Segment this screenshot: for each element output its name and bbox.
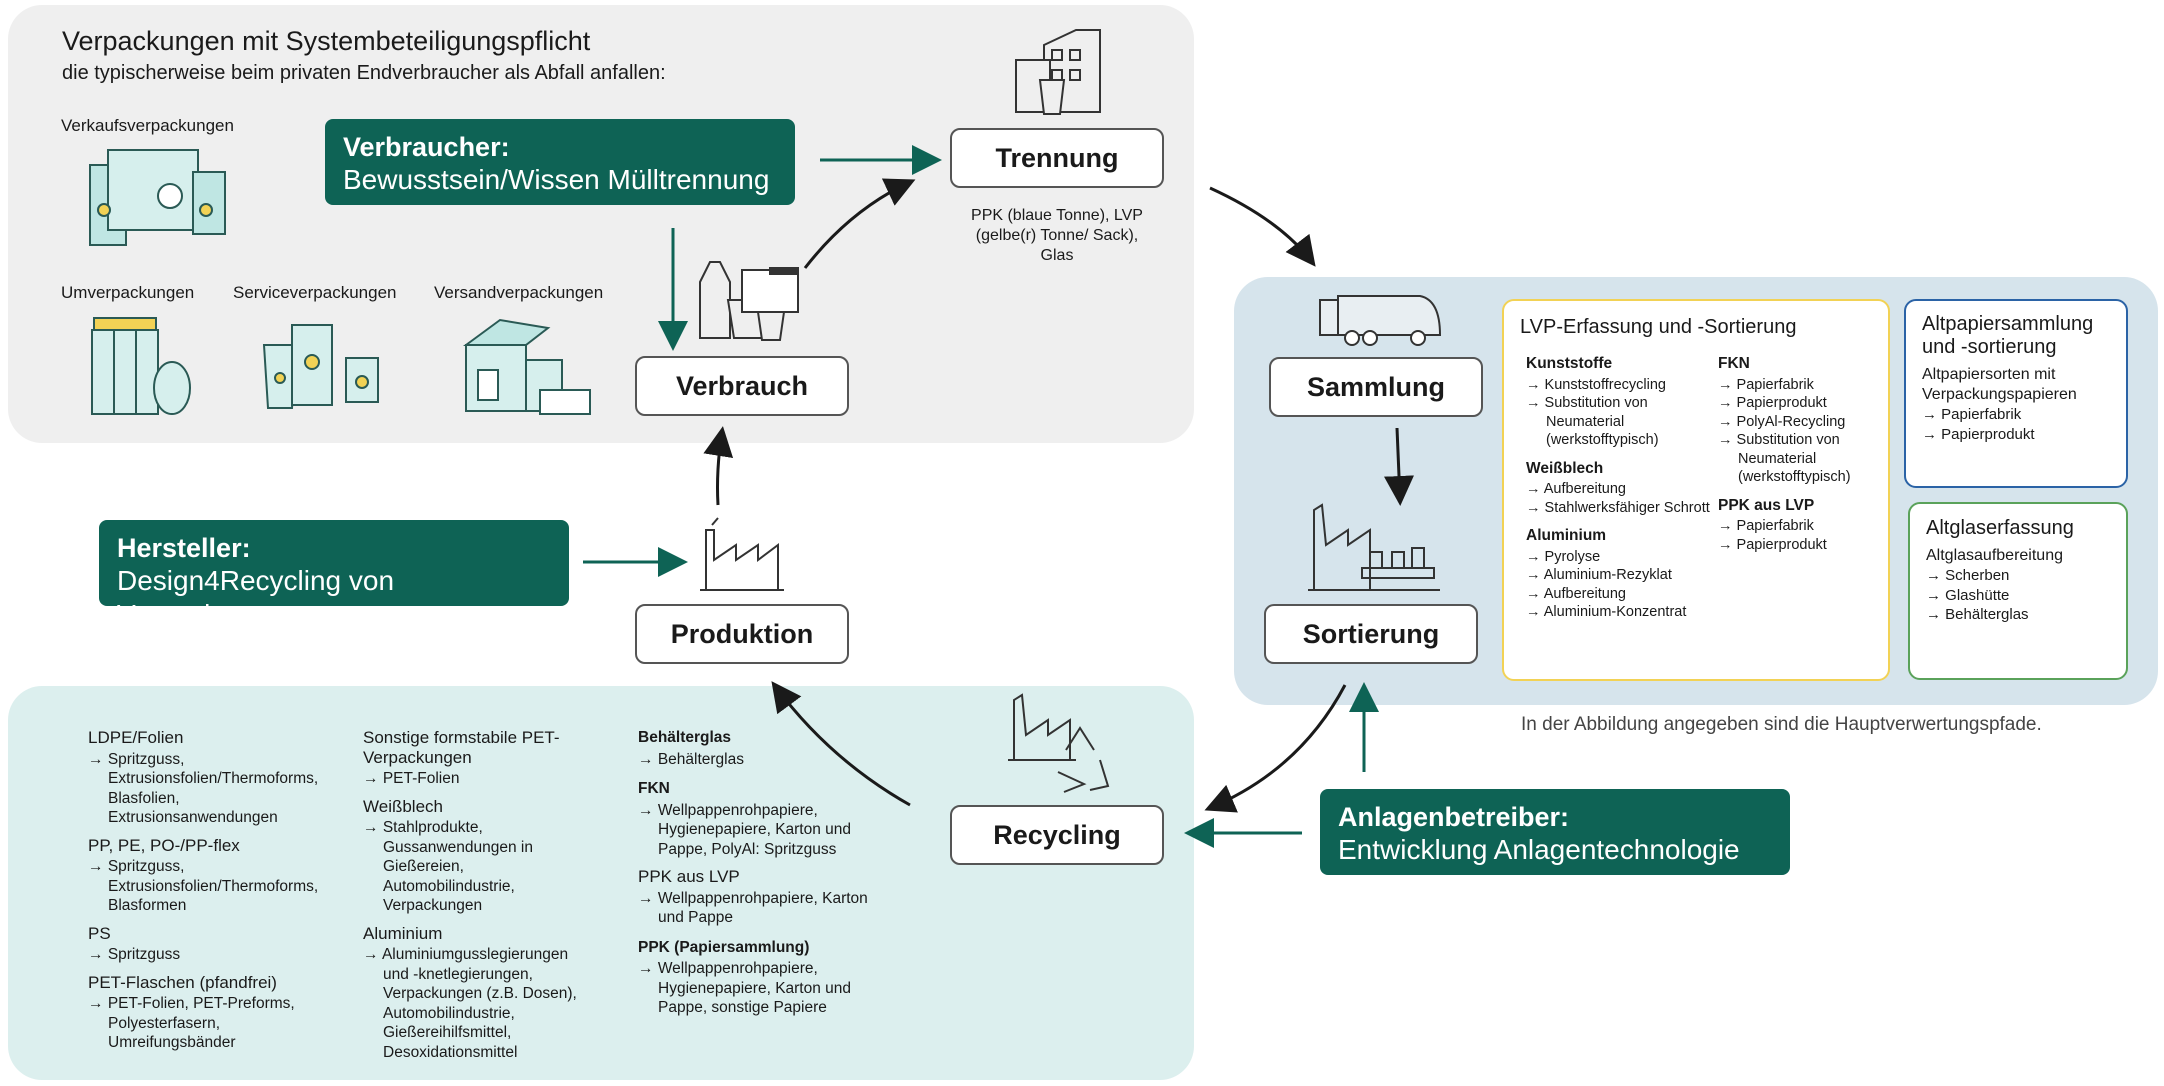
lvp-heading: Weißblech [1526, 459, 1604, 477]
altpapier-subheading: Altpapiersorten mit Verpackungspapieren [1922, 366, 2077, 403]
lvp-item: Kunststoffrecycling [1526, 376, 1716, 395]
trennung-note: PPK (blaue Tonne), LVP (gelbe(r) Tonne/ … [952, 206, 1162, 266]
producer-box: Hersteller: Design4Recycling von Verpack… [99, 520, 569, 630]
consumer-title: Verbraucher: [343, 132, 510, 162]
recycling-heading: Weißblech [363, 796, 443, 816]
lvp-right-column: FKN Papierfabrik Papierprodukt PolyAl-Re… [1718, 355, 1878, 554]
stage-verbrauch: Verbrauch [635, 356, 849, 416]
lvp-heading: FKN [1718, 355, 1750, 372]
stage-sammlung: Sammlung [1269, 357, 1483, 417]
altglas-subheading: Altglasaufbereitung [1926, 547, 2063, 564]
factory-icon [700, 517, 784, 591]
category-verkaufsverpackungen: Verkaufsverpackungen [61, 116, 234, 135]
operator-text: Entwicklung Anlagentechnologie [1338, 834, 1740, 865]
altpapier-item: Papierfabrik [1922, 405, 2110, 425]
lvp-item: Substitution von Neumaterial (werkstofft… [1526, 394, 1716, 450]
recycling-heading: Sonstige formstabile PET-Verpackungen [363, 728, 560, 767]
recycling-item: PET-Folien, PET-Preforms, Polyesterfaser… [88, 994, 338, 1053]
altglas-card: Altglaserfassung Altglasaufbereitung Sch… [1908, 502, 2128, 680]
consumer-box: Verbraucher: Bewusstsein/Wissen Mülltren… [325, 119, 795, 205]
producer-title: Hersteller: [117, 533, 251, 563]
recycling-item: Aluminiumgusslegierungen und -knetlegier… [363, 945, 593, 1062]
recycling-heading: Behälterglas [638, 729, 732, 746]
footnote: In der Abbildung angegeben sind die Haup… [1521, 714, 2042, 735]
arrow-trennung-sammlung [1209, 186, 1316, 267]
altglas-item: Behälterglas [1926, 605, 2110, 625]
recycling-item: Stahlprodukte, Gussanwendungen in Gießer… [363, 818, 593, 916]
recycling-column-2: Sonstige formstabile PET-Verpackungen PE… [363, 724, 593, 1062]
recycling-item: Wellpappenrohpapiere, Karton und Pappe [638, 889, 873, 928]
recycling-item: Spritzguss, Extrusionsfolien/Thermoforms… [88, 750, 338, 828]
trennung-note-line: PPK (blaue Tonne), LVP [971, 207, 1143, 224]
stage-trennung: Trennung [950, 128, 1164, 188]
recycling-column-1: LDPE/Folien Spritzguss, Extrusionsfolien… [88, 724, 338, 1053]
lvp-item: Pyrolyse [1526, 548, 1716, 567]
consumer-text: Bewusstsein/Wissen Mülltrennung [343, 164, 770, 195]
recycling-heading: LDPE/Folien [88, 728, 184, 747]
trennung-note-line: Glas [1040, 247, 1074, 264]
recycling-item: Wellpappenrohpapiere, Hygienepapiere, Ka… [638, 801, 873, 860]
panel-title: Verpackungen mit Systembeteiligungspflic… [62, 26, 591, 56]
lvp-item: PolyAl-Recycling [1718, 413, 1878, 432]
category-serviceverpackungen: Serviceverpackungen [233, 283, 397, 302]
lvp-item: Stahlwerksfähiger Schrott [1526, 499, 1716, 518]
lvp-card: LVP-Erfassung und -Sortierung Kunststoff… [1502, 299, 1890, 681]
lvp-left-column: Kunststoffe Kunststoffrecycling Substitu… [1526, 355, 1716, 622]
lvp-item: Papierfabrik [1718, 376, 1878, 395]
recycling-heading: FKN [638, 780, 670, 797]
producer-text: Design4Recycling von Verpackungen [117, 565, 395, 630]
lvp-heading: PPK aus LVP [1718, 496, 1815, 514]
lvp-heading: Kunststoffe [1526, 355, 1613, 372]
recycling-item: Spritzguss [88, 945, 338, 965]
recycling-column-3: Behälterglas Behälterglas FKN Wellpappen… [638, 724, 873, 1018]
recycling-item: Behälterglas [638, 750, 873, 770]
recycling-heading: PPK (Papiersammlung) [638, 938, 810, 956]
stage-recycling: Recycling [950, 805, 1164, 865]
altpapier-item: Papierprodukt [1922, 425, 2110, 445]
operator-title: Anlagenbetreiber: [1338, 802, 1570, 832]
stage-sortierung: Sortierung [1264, 604, 1478, 664]
category-umverpackungen: Umverpackungen [61, 283, 195, 302]
recycling-heading: PPK aus LVP [638, 867, 740, 886]
lvp-item: Aufbereitung [1526, 585, 1716, 604]
recycling-heading: PET-Flaschen (pfandfrei) [88, 972, 277, 992]
altglas-item: Glashütte [1926, 586, 2110, 606]
operator-box: Anlagenbetreiber: Entwicklung Anlagentec… [1320, 789, 1790, 875]
lvp-heading: Aluminium [1526, 527, 1607, 544]
lvp-item: Aluminium-Rezyklat [1526, 566, 1716, 585]
lvp-item: Papierprodukt [1718, 536, 1878, 555]
recycling-item: Wellpappenrohpapiere, Hygienepapiere, Ka… [638, 959, 873, 1018]
altglas-item: Scherben [1926, 566, 2110, 586]
lvp-item: Papierfabrik [1718, 517, 1878, 536]
panel-subtitle: die typischerweise beim privaten Endverb… [62, 62, 666, 84]
altpapier-card: Altpapiersammlung und -sortierung Altpap… [1904, 299, 2128, 488]
trennung-note-line: (gelbe(r) Tonne/ Sack), [975, 227, 1139, 244]
recycling-heading: PP, PE, PO-/PP-flex [88, 835, 240, 855]
lvp-item: Substitution von Neumaterial (werkstofft… [1718, 431, 1878, 487]
altpapier-title: Altpapiersammlung und -sortierung [1922, 313, 2094, 358]
lvp-item: Aufbereitung [1526, 480, 1716, 499]
lvp-item: Aluminium-Konzentrat [1526, 603, 1716, 622]
recycling-item: Spritzguss, Extrusionsfolien/Thermoforms… [88, 857, 338, 916]
recycling-heading: PS [88, 923, 111, 943]
lvp-item: Papierprodukt [1718, 394, 1878, 413]
stage-produktion: Produktion [635, 604, 849, 664]
recycling-item: PET-Folien [363, 769, 593, 789]
altglas-title: Altglaserfassung [1926, 517, 2074, 539]
category-versandverpackungen: Versandverpackungen [434, 283, 604, 302]
recycling-heading: Aluminium [363, 923, 443, 943]
lvp-card-title: LVP-Erfassung und -Sortierung [1520, 316, 1797, 338]
